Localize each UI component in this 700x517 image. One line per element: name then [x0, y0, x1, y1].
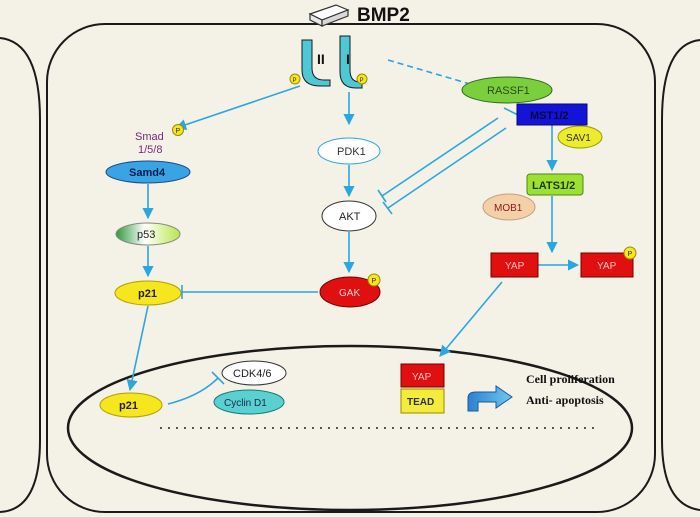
gak-label: GAK — [339, 288, 360, 299]
inhibit-mst-to-akt — [387, 127, 507, 209]
samd4-node — [105, 160, 191, 184]
output-arrow-icon — [467, 385, 513, 412]
arrow-yap-to-nucleus — [439, 281, 503, 357]
neighbor-cell-left — [0, 37, 41, 513]
yap-nuclear-label: YAP — [412, 372, 432, 383]
pdk1-node — [317, 137, 381, 165]
yap-label: YAP — [505, 261, 525, 272]
sav1-label: SAV1 — [566, 133, 591, 144]
inhibit-mst-to-pdk1 — [381, 117, 499, 197]
mob1-node — [482, 193, 536, 221]
bmp2-label: BMP2 — [357, 5, 410, 26]
p53-node — [115, 222, 181, 246]
smad-sub-label: 1/5/8 — [138, 144, 162, 156]
p53-label: p53 — [137, 229, 155, 241]
tead-node — [400, 388, 445, 414]
arrow-receptor-to-smad — [174, 85, 301, 131]
pdk1-label: PDK1 — [337, 146, 366, 158]
p21-nuclear-node — [99, 392, 163, 418]
mob1-label: MOB1 — [494, 203, 523, 214]
nucleus — [66, 344, 634, 512]
gak-phos-label: P — [372, 278, 377, 285]
mst-label: MST1/2 — [530, 110, 569, 122]
akt-label: AKT — [339, 211, 361, 223]
cyclin-d1-node — [213, 389, 285, 415]
yap-nuclear-node — [400, 363, 445, 388]
inhibit-mst-to-akt-bar — [382, 201, 393, 215]
cyclin-d1-label: Cyclin D1 — [224, 398, 267, 409]
outcome-anti-apoptosis: Anti- apoptosis — [526, 393, 604, 407]
receptor-phos-right — [356, 73, 368, 85]
p21-cyto-label: p21 — [138, 288, 157, 300]
akt-node — [321, 200, 377, 232]
inhibit-p21-to-cdk — [167, 377, 219, 405]
cell-membrane — [46, 23, 656, 513]
gak-node — [319, 276, 381, 308]
neighbor-cell-right — [661, 39, 700, 511]
smad-label: Smad — [135, 131, 164, 143]
lats-node — [526, 173, 584, 196]
bmp2-ligand-icon — [308, 4, 350, 27]
inhibit-p21-to-cdk-bar — [211, 371, 225, 385]
cdk46-node — [221, 360, 287, 386]
p21-cyto-node — [114, 280, 182, 306]
receptor-phos-left — [289, 73, 301, 85]
yap-phos-node — [580, 252, 634, 278]
sav1-node — [557, 125, 603, 149]
dashed-receptor-to-rassf1 — [387, 59, 471, 85]
yap-node — [490, 252, 539, 278]
tead-label: TEAD — [407, 397, 434, 408]
rassf1-label: RASSF1 — [487, 85, 530, 97]
p21-nuclear-label: p21 — [119, 400, 138, 412]
samd4-label: Samd4 — [129, 167, 166, 179]
smad-phos — [172, 124, 184, 136]
inhibit-mst-to-pdk1-bar — [377, 189, 387, 203]
gak-phos — [367, 273, 381, 287]
yap-phos-dot-label: P — [628, 251, 633, 258]
rassf1-node — [461, 76, 553, 104]
cdk46-label: CDK4/6 — [233, 368, 272, 380]
smad-phos-label: P — [176, 128, 181, 135]
receptor-phos-left-label: P — [293, 78, 297, 84]
mst-node — [516, 103, 588, 126]
yap-phos-dot — [623, 246, 637, 260]
receptor-complex: II I P P — [289, 35, 368, 89]
yap-phos-label: YAP — [597, 261, 617, 272]
receptor-type1-label: I — [346, 51, 350, 67]
receptor-type2-label: II — [317, 51, 325, 67]
receptor-phos-right-label: P — [360, 78, 364, 84]
arrow-p21-to-nucleus — [126, 305, 149, 392]
outcome-proliferation: Cell proliferation — [526, 372, 615, 386]
lats-label: LATS1/2 — [532, 180, 575, 192]
